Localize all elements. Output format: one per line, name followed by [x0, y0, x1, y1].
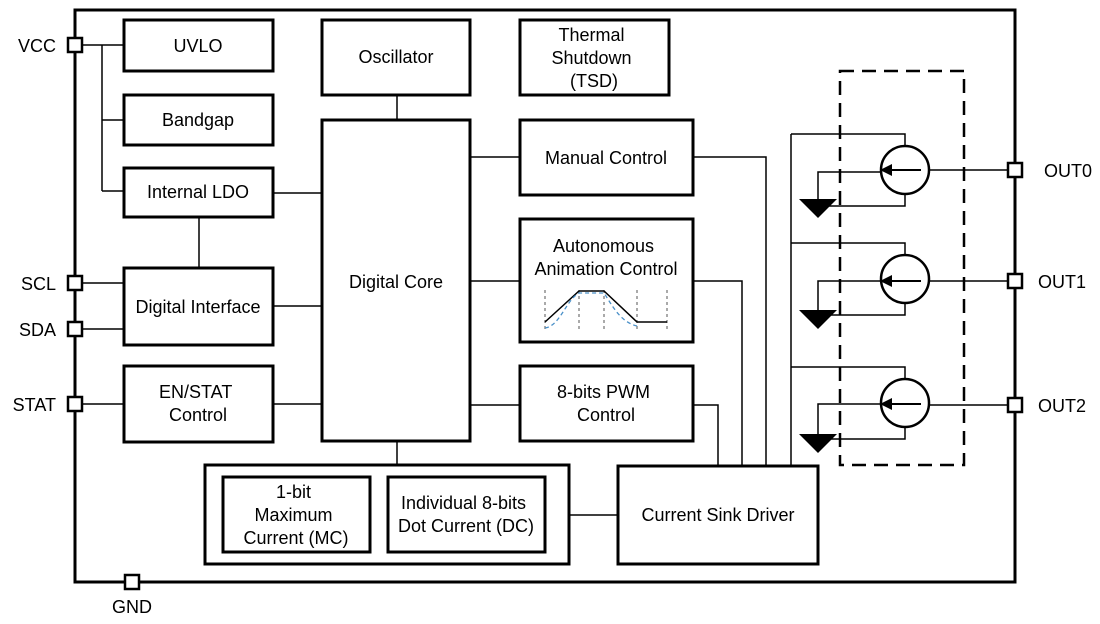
current-sink-driver-label: Current Sink Driver	[641, 505, 794, 525]
block-labels: UVLO Bandgap Internal LDO Digital Interf…	[135, 25, 794, 548]
digital-interface-label: Digital Interface	[135, 297, 260, 317]
sda-label: SDA	[19, 320, 56, 340]
dot-current-block	[386, 475, 547, 554]
stat-label: STAT	[13, 395, 56, 415]
pin-out2	[1006, 396, 1024, 414]
uvlo-label: UVLO	[173, 36, 222, 56]
bandgap-block	[122, 93, 275, 147]
current-source-out2	[879, 377, 931, 429]
en-stat-label: EN/STAT Control	[159, 382, 237, 425]
pin-out1	[1006, 272, 1024, 290]
chip-outline	[73, 8, 1017, 584]
animation-control-block	[518, 217, 695, 344]
vcc-label: VCC	[18, 36, 56, 56]
ground-triangle-out0	[799, 199, 837, 218]
out2-label: OUT2	[1038, 396, 1086, 416]
current-source-out1	[879, 253, 931, 305]
current-source-frame	[838, 69, 966, 467]
pin-sda	[66, 320, 84, 338]
digital-core-block	[320, 118, 472, 443]
ground-symbols	[799, 199, 837, 453]
current-source-out0	[879, 144, 931, 196]
max-current-label: 1-bit Maximum Current (MC)	[243, 482, 348, 548]
bandgap-label: Bandgap	[162, 110, 234, 130]
manual-control-block	[518, 118, 695, 197]
out1-label: OUT1	[1038, 272, 1086, 292]
thermal-shutdown-block	[518, 18, 671, 97]
pins	[66, 36, 1024, 591]
pin-stat	[66, 395, 84, 413]
oscillator-block	[320, 18, 472, 97]
animation-waveform-icon	[544, 290, 668, 331]
dot-current-label: Individual 8-bits Dot Current (DC)	[398, 493, 534, 536]
digital-core-label: Digital Core	[349, 272, 443, 292]
internal-ldo-label: Internal LDO	[147, 182, 249, 202]
ground-triangle-out1	[799, 310, 837, 329]
pin-labels: VCC SCL SDA STAT GND OUT0 OUT1 OUT2	[13, 36, 1092, 617]
digital-interface-block	[122, 266, 275, 347]
max-current-block	[221, 475, 372, 554]
pin-out0	[1006, 161, 1024, 179]
pwm-control-label: 8-bits PWM Control	[557, 382, 655, 425]
out0-label: OUT0	[1044, 161, 1092, 181]
pin-vcc	[66, 36, 84, 54]
oscillator-label: Oscillator	[358, 47, 433, 67]
scl-label: SCL	[21, 274, 56, 294]
wires	[82, 44, 1008, 516]
manual-control-label: Manual Control	[545, 148, 667, 168]
animation-control-label: Autonomous Animation Control	[534, 236, 677, 279]
internal-ldo-block	[122, 166, 275, 219]
ground-triangle-out2	[799, 434, 837, 453]
uvlo-block	[122, 18, 275, 73]
current-sink-driver-block	[616, 464, 820, 566]
tsd-label: Thermal Shutdown (TSD)	[551, 25, 636, 91]
pin-gnd	[123, 573, 141, 591]
en-stat-control-block	[122, 364, 275, 444]
pwm-control-block	[518, 364, 695, 443]
gnd-label: GND	[112, 597, 152, 617]
pin-scl	[66, 274, 84, 292]
